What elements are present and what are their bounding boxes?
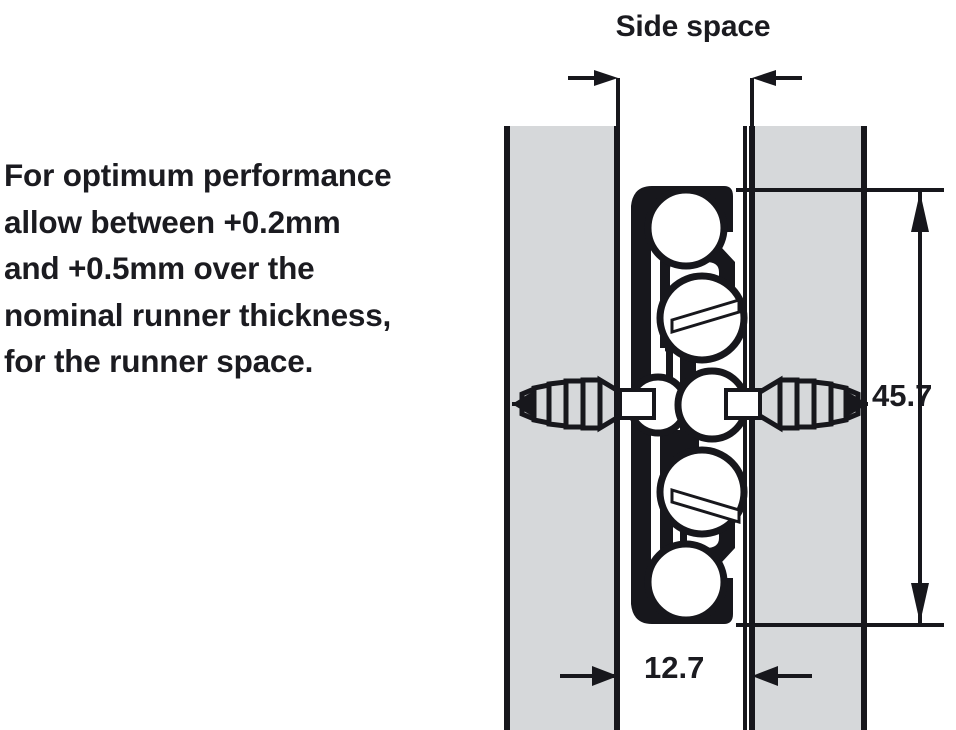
side-space-dimension-right [750,70,802,130]
side-space-dimension-left [568,70,620,130]
dimension-label-width: 12.7 [644,650,705,685]
width-dimension-127 [560,600,812,700]
side-space-title: Side space [615,10,771,43]
note-line-5: for the runner space. [4,343,314,379]
dimension-label-height: 45.7 [872,378,933,413]
instruction-note: For optimum performance allow between +0… [4,152,484,385]
mounting-screw-right [724,375,868,433]
mounting-screw-left [512,375,656,433]
runner-inner-rail-lower [670,487,741,525]
note-line-4: nominal runner thickness, [4,296,392,333]
note-line-2: allow between +0.2mm [4,203,341,240]
runner-inner-rail-upper [670,297,741,335]
height-dimension-457 [736,188,944,627]
note-line-1: For optimum performance [4,157,392,193]
note-line-3: and +0.5mm over the [4,250,315,286]
